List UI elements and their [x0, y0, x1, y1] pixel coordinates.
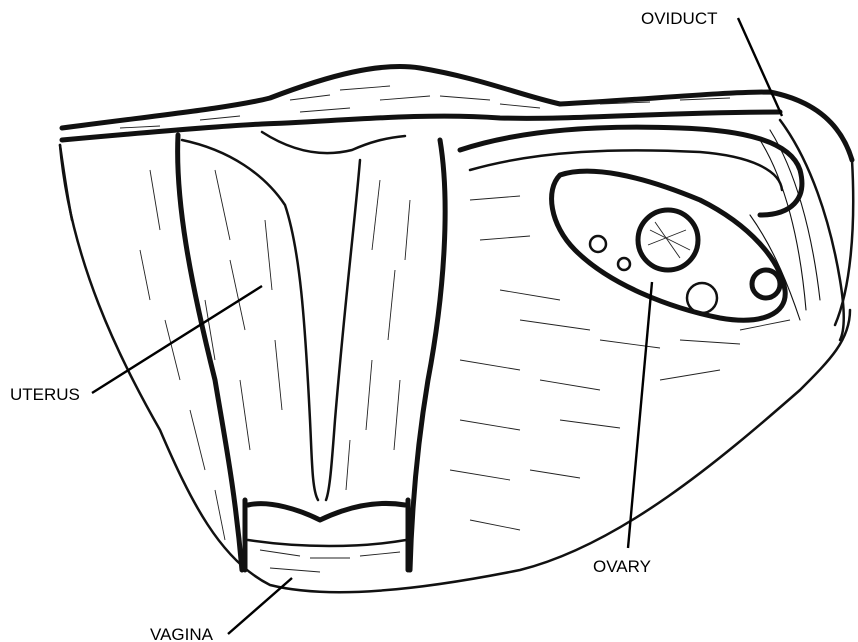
ovary-leader [628, 282, 652, 548]
cervix [245, 500, 408, 572]
outer-outline [60, 145, 850, 592]
oviduct [460, 120, 844, 340]
broad-ligament-hatching [450, 196, 790, 530]
ovary-label: OVARY [593, 557, 651, 576]
vagina-label: VAGINA [150, 625, 214, 642]
oviduct-leader [738, 18, 782, 116]
uterus-leader [92, 286, 262, 393]
oviduct-label: OVIDUCT [641, 9, 718, 28]
ovary [552, 171, 786, 320]
vagina-leader [228, 578, 292, 634]
uterus-label: UTERUS [10, 385, 80, 404]
